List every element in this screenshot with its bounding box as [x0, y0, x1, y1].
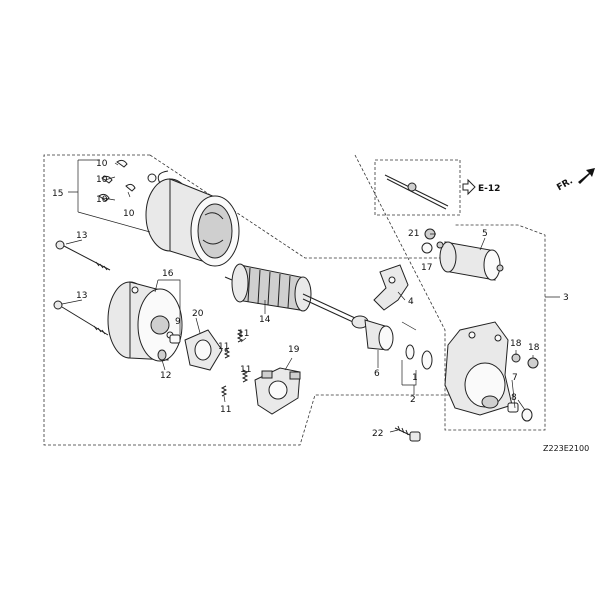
nut-18b	[527, 357, 539, 369]
nut-18a	[511, 353, 521, 363]
label-13a: 13	[76, 231, 87, 241]
part-labels: 10 10 10 10 15 13 13 16 9 12 20 11 11 11…	[52, 159, 589, 453]
label-13b: 13	[76, 291, 87, 301]
solenoid-switch	[436, 241, 504, 281]
brush-springs	[220, 329, 249, 397]
insulator-plate	[184, 329, 223, 371]
mounting-bolt	[394, 425, 421, 442]
front-gear-case	[444, 321, 513, 416]
through-bolt-upper	[55, 240, 111, 271]
label-18a: 18	[510, 339, 522, 349]
rear-cover	[107, 281, 183, 362]
front-direction-arrow-icon	[578, 168, 595, 184]
label-3: 3	[563, 293, 569, 303]
reference-box-e12	[374, 159, 461, 216]
leader-lines	[61, 159, 560, 433]
clip-group-10	[98, 159, 157, 202]
label-7: 7	[512, 373, 518, 383]
through-bolt-lower	[53, 300, 109, 336]
yoke-housing	[145, 170, 240, 267]
label-11a: 11	[238, 329, 249, 339]
label-11d: 11	[220, 405, 231, 415]
label-10b: 10	[96, 175, 108, 185]
reference-label-e12: E-12	[478, 184, 500, 194]
label-8: 8	[511, 393, 517, 403]
armature	[224, 263, 356, 323]
label-9: 9	[175, 317, 181, 327]
label-10c: 10	[96, 195, 108, 205]
stop-ring-set	[405, 344, 433, 370]
label-5: 5	[482, 229, 488, 239]
washer-17	[421, 242, 433, 254]
label-21: 21	[408, 229, 419, 239]
label-14: 14	[259, 315, 271, 325]
housing-group-outline	[354, 154, 546, 431]
bushing-8	[507, 402, 519, 413]
label-12: 12	[160, 371, 171, 381]
label-15: 15	[52, 189, 63, 199]
label-20: 20	[192, 309, 204, 319]
pinion-clutch	[351, 315, 394, 351]
label-10d: 10	[123, 209, 135, 219]
label-19: 19	[288, 345, 300, 355]
label-11b: 11	[218, 342, 229, 352]
label-6: 6	[374, 369, 380, 379]
label-1: 1	[412, 373, 418, 383]
label-16: 16	[162, 269, 174, 279]
reference-arrow-icon	[462, 178, 476, 196]
shift-lever	[373, 264, 409, 311]
main-assembly-outline-top	[149, 154, 445, 259]
label-2: 2	[410, 395, 416, 405]
main-assembly-outline	[43, 154, 450, 446]
label-11c: 11	[240, 365, 251, 375]
front-label: FR.	[555, 176, 574, 193]
bushing-7	[521, 408, 533, 422]
brush-holder	[254, 367, 301, 415]
bushing-9	[169, 334, 181, 344]
label-10a: 10	[96, 159, 108, 169]
label-18b: 18	[528, 343, 540, 353]
diagram-code: Z223E2100	[543, 444, 589, 453]
label-22: 22	[372, 429, 383, 439]
label-4: 4	[408, 297, 414, 307]
e12-stud	[384, 174, 449, 210]
label-17: 17	[421, 263, 432, 273]
